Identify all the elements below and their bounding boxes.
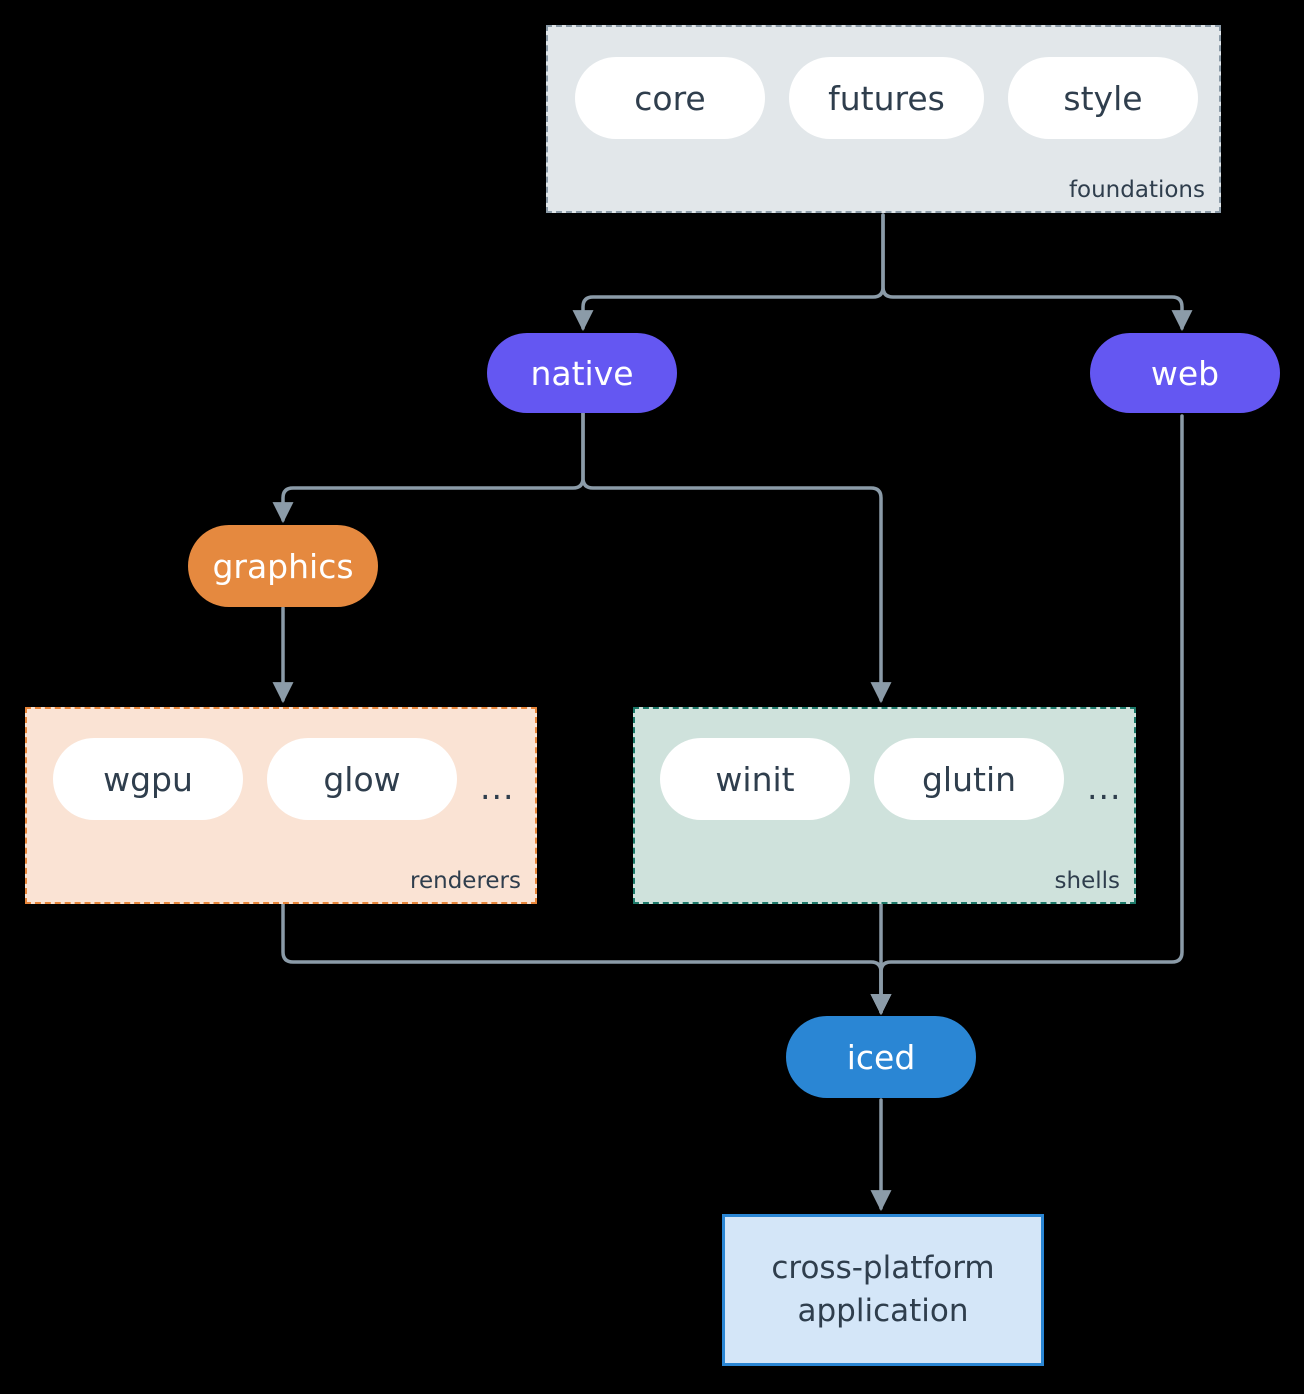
renderers-ellipsis: ... (480, 768, 515, 807)
cluster-renderers-label: renderers (410, 868, 521, 894)
node-glutin-label: glutin (921, 759, 1017, 799)
node-iced-label: iced (846, 1037, 916, 1077)
node-graphics-label: graphics (212, 546, 354, 586)
node-native[interactable]: native (487, 333, 677, 413)
node-core[interactable]: core (575, 57, 765, 139)
cluster-renderers: wgpu glow ... renderers (25, 707, 537, 904)
node-winit-label: winit (715, 759, 795, 799)
cluster-foundations-label: foundations (1068, 177, 1205, 203)
node-futures-label: futures (828, 78, 945, 118)
node-core-label: core (634, 78, 706, 118)
application-label-line1: cross-platform (771, 1250, 995, 1287)
shells-ellipsis: ... (1087, 768, 1122, 807)
node-wgpu[interactable]: wgpu (53, 738, 243, 820)
node-cross-platform-application[interactable]: cross-platform application (722, 1214, 1044, 1366)
edge-native-shells (581, 410, 892, 704)
cluster-shells-label: shells (1054, 868, 1120, 894)
node-iced[interactable]: iced (786, 1016, 976, 1098)
node-style[interactable]: style (1008, 57, 1198, 139)
node-glow[interactable]: glow (267, 738, 457, 820)
edge-native-graphics (272, 410, 585, 524)
node-glow-label: glow (323, 759, 401, 799)
node-wgpu-label: wgpu (103, 759, 193, 799)
node-style-label: style (1063, 78, 1143, 118)
node-native-label: native (530, 353, 634, 393)
edge-foundations-native (572, 213, 885, 332)
application-label-line2: application (797, 1293, 969, 1329)
node-glutin[interactable]: glutin (874, 738, 1064, 820)
node-web-label: web (1150, 353, 1220, 393)
edge-renderers-iced (281, 902, 892, 1016)
node-futures[interactable]: futures (789, 57, 984, 139)
cluster-shells: winit glutin ... shells (633, 707, 1136, 904)
edge-foundations-web (881, 213, 1193, 332)
cluster-foundations: core futures style foundations (546, 25, 1221, 213)
node-graphics[interactable]: graphics (188, 525, 378, 607)
node-web[interactable]: web (1090, 333, 1280, 413)
node-winit[interactable]: winit (660, 738, 850, 820)
